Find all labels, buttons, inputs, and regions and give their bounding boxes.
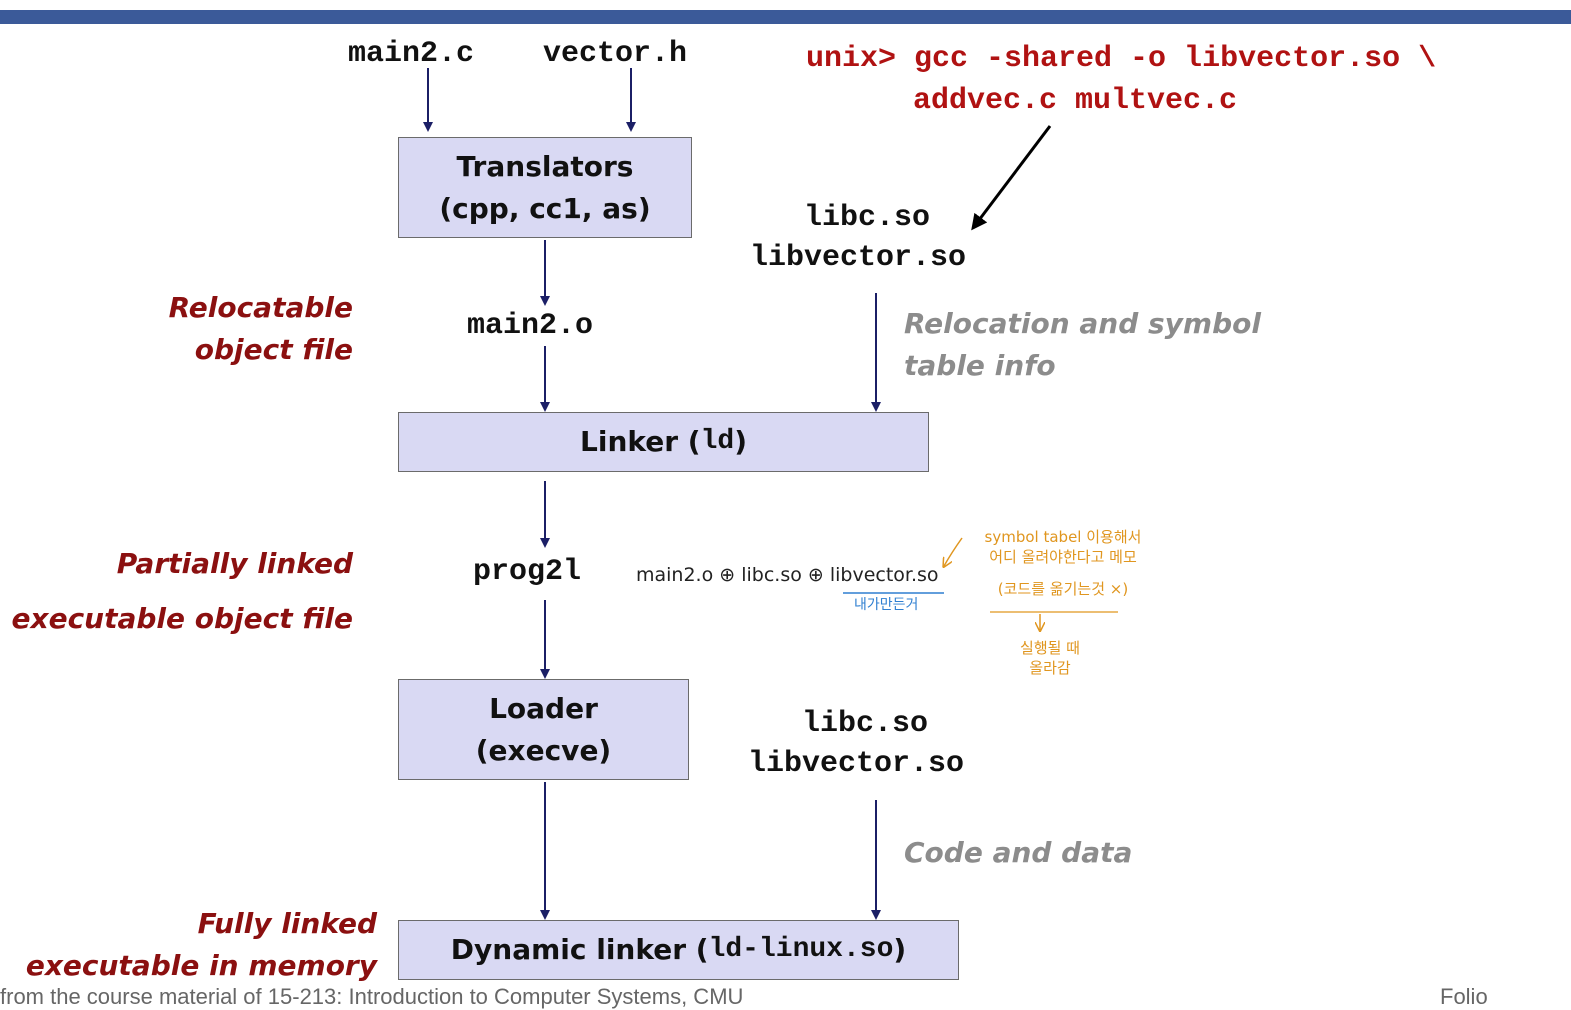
stage-fully-line2: executable in memory bbox=[25, 949, 377, 982]
file-main2-o: main2.o bbox=[467, 309, 594, 343]
loader-box: Loader (execve) bbox=[398, 679, 689, 780]
file-prog2l: prog2l bbox=[473, 555, 582, 589]
dynamic-linker-close: ) bbox=[893, 933, 907, 966]
memo-line1: symbol tabel 이용해서 bbox=[984, 528, 1142, 546]
file-libvector-so-bottom: libvector.so bbox=[748, 747, 965, 781]
dynamic-linker-box: Dynamic linker (ld-linux.so) bbox=[398, 920, 959, 980]
stage-fully-line1: Fully linked bbox=[197, 907, 377, 940]
stage-fully-linked: Fully linked executable in memory bbox=[26, 903, 377, 987]
memo-line2: 어디 올려야한다고 메모 bbox=[989, 548, 1137, 566]
loader-subtitle: (execve) bbox=[475, 733, 612, 767]
file-libvector-so-top: libvector.so bbox=[750, 241, 967, 275]
handwritten-composition: main2.o ⊕ libc.so ⊕ libvector.so bbox=[636, 564, 939, 586]
command-line-1: unix> gcc -shared -o libvector.so \ bbox=[806, 42, 1437, 76]
translators-subtitle: (cpp, cc1, as) bbox=[439, 191, 651, 225]
loader-title: Loader bbox=[489, 691, 598, 725]
memo-line3: (코드를 옮기는것 ×) bbox=[997, 580, 1129, 598]
annotation-relocation: Relocation and symbol table info bbox=[904, 303, 1261, 387]
stage-partially-linked: Partially linked executable object file bbox=[12, 536, 353, 646]
command-line-2: addvec.c multvec.c bbox=[913, 84, 1238, 118]
annotation-relocation-line1: Relocation and symbol bbox=[904, 307, 1261, 340]
annotation-code-data: Code and data bbox=[904, 836, 1133, 869]
file-libc-so-top: libc.so bbox=[804, 201, 931, 235]
linker-close: ) bbox=[734, 425, 747, 458]
stage-partially-line2: executable object file bbox=[11, 602, 353, 635]
linker-code: ld bbox=[700, 426, 735, 457]
translators-box: Translators (cpp, cc1, as) bbox=[398, 137, 692, 238]
arrow-command-libs bbox=[971, 125, 1052, 231]
handwritten-memo: symbol tabel 이용해서 어디 올려야한다고 메모 (코드를 옮기는것… bbox=[968, 527, 1158, 599]
handwritten-memo-result: 실행될 때 올라감 bbox=[990, 638, 1110, 678]
memo-line4: 실행될 때 bbox=[1020, 639, 1080, 657]
input-main2-c: main2.c bbox=[348, 37, 475, 71]
stage-relocatable-line1: Relocatable bbox=[168, 291, 353, 324]
dynamic-linker-code: ld-linux.so bbox=[708, 934, 894, 965]
note-pointer bbox=[944, 537, 963, 566]
footer-source: from the course material of 15-213: Intr… bbox=[0, 984, 744, 1009]
linker-box: Linker (ld) bbox=[398, 412, 929, 472]
dynamic-linker-label: Dynamic linker ( bbox=[450, 933, 709, 966]
linker-label: Linker ( bbox=[580, 425, 701, 458]
file-libc-so-bottom: libc.so bbox=[802, 707, 929, 741]
input-vector-h: vector.h bbox=[543, 37, 688, 71]
translators-title: Translators bbox=[456, 149, 634, 183]
memo-line5: 올라감 bbox=[1029, 659, 1071, 677]
stage-relocatable-line2: object file bbox=[194, 333, 353, 366]
handwritten-made-by-me: 내가만든거 bbox=[854, 597, 919, 613]
top-bar bbox=[0, 10, 1571, 24]
stage-partially-line1: Partially linked bbox=[116, 547, 353, 580]
footer-folio: Folio bbox=[1440, 984, 1488, 1009]
annotation-relocation-line2: table info bbox=[904, 349, 1056, 382]
stage-relocatable: Relocatable object file bbox=[169, 287, 353, 371]
